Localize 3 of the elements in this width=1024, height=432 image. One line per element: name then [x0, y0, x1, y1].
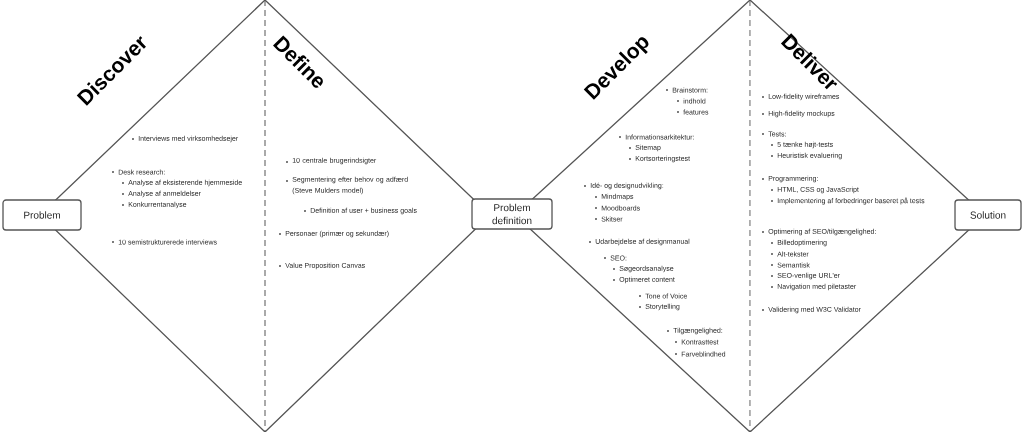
stage-box: Problem [2, 199, 82, 231]
stage-box: Problem definition [471, 198, 553, 230]
stage-box: Solution [954, 199, 1022, 231]
